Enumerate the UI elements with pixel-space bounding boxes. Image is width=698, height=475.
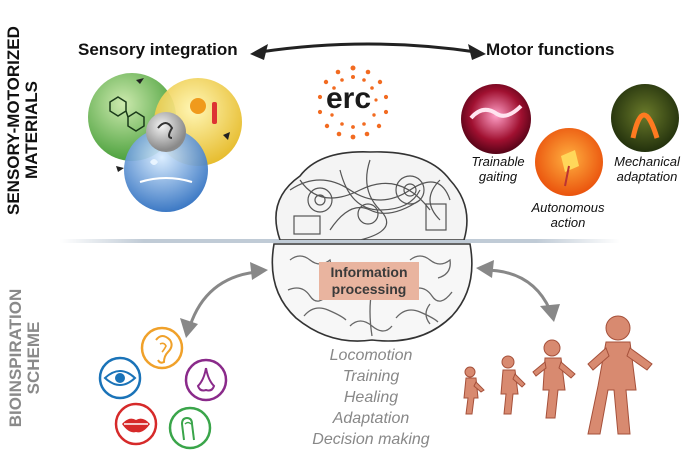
running-figures-illustration bbox=[463, 315, 653, 435]
finger-icon bbox=[168, 406, 212, 450]
process-locomotion: Locomotion bbox=[329, 347, 413, 364]
eye-icon bbox=[98, 356, 142, 400]
process-list: Locomotion Training Healing Adaptation D… bbox=[296, 345, 446, 450]
information-processing-box: Information processing bbox=[319, 262, 419, 300]
nose-icon bbox=[184, 358, 228, 402]
processing-line: processing bbox=[331, 281, 407, 297]
brain-illustration bbox=[271, 151, 473, 342]
process-decision-making: Decision making bbox=[312, 431, 430, 448]
top-double-arrow bbox=[250, 42, 486, 60]
trainable-line: Trainable bbox=[471, 154, 525, 169]
trainable-gaiting-caption: Trainable gaiting bbox=[460, 154, 536, 184]
sensory-motorized-label: SENSORY-MOTORIZED MATERIALS bbox=[4, 26, 41, 215]
ear-icon bbox=[140, 326, 184, 370]
sensory-motorized-text: SENSORY-MOTORIZED bbox=[4, 26, 23, 215]
mouth-icon bbox=[114, 402, 158, 446]
information-line: Information bbox=[330, 264, 408, 280]
mechanical-line: Mechanical bbox=[614, 154, 680, 169]
mechanical-adaptation-image bbox=[611, 84, 679, 152]
scheme-text: SCHEME bbox=[24, 321, 43, 395]
left-curved-arrow bbox=[180, 262, 268, 338]
bioinspiration-text: BIOINSPIRATION bbox=[6, 288, 25, 428]
erc-logo: erc bbox=[312, 60, 394, 142]
erc-logo-text: erc bbox=[326, 82, 372, 115]
autonomous-line: Autonomous bbox=[531, 200, 605, 215]
bioinspiration-label: BIOINSPIRATION SCHEME bbox=[6, 288, 43, 428]
motor-functions-heading: Motor functions bbox=[486, 40, 615, 59]
action-line: action bbox=[550, 215, 586, 230]
autonomous-action-caption: Autonomous action bbox=[518, 200, 618, 230]
adaptation-line: adaptation bbox=[616, 169, 678, 184]
materials-text: MATERIALS bbox=[22, 81, 41, 179]
erc-dots-icon bbox=[317, 65, 389, 140]
process-healing: Healing bbox=[343, 389, 399, 406]
autonomous-action-image bbox=[535, 128, 603, 196]
trainable-gaiting-image bbox=[461, 84, 531, 154]
horizontal-divider bbox=[60, 239, 620, 243]
sensory-integration-venn bbox=[88, 73, 242, 212]
process-adaptation: Adaptation bbox=[332, 410, 410, 427]
mechanical-adaptation-caption: Mechanical adaptation bbox=[598, 154, 696, 184]
sensory-integration-heading: Sensory integration bbox=[78, 40, 238, 59]
process-training: Training bbox=[342, 368, 400, 385]
right-curved-arrow bbox=[476, 260, 560, 322]
gaiting-line: gaiting bbox=[478, 169, 518, 184]
